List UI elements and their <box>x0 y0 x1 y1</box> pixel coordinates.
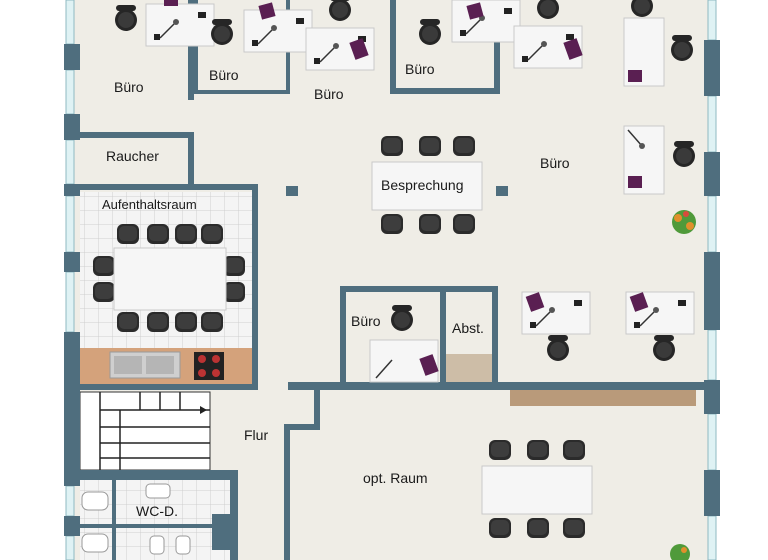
label-office-top-3: Büro <box>314 86 344 102</box>
plant <box>670 210 696 560</box>
room-labels: Büro Büro Büro Büro Büro Raucher Besprec… <box>102 61 570 519</box>
label-office-top-left: Büro <box>114 79 144 95</box>
furniture-top <box>115 0 695 195</box>
label-optional-room: opt. Raum <box>363 470 428 486</box>
kitchen-counter <box>80 348 252 384</box>
shelf <box>510 390 696 406</box>
storage-shelf <box>446 354 492 382</box>
label-wc: WC-D. <box>136 503 178 519</box>
wc-fixtures <box>81 483 191 555</box>
label-office-right: Büro <box>540 155 570 171</box>
label-smoking: Raucher <box>106 148 159 164</box>
label-office-top-2: Büro <box>209 67 239 83</box>
meeting-table <box>371 136 483 234</box>
optional-room-table <box>481 440 593 538</box>
break-room-table <box>93 224 245 332</box>
label-office-top-4: Büro <box>405 61 435 77</box>
stairs <box>79 391 211 471</box>
label-storage: Abst. <box>452 320 484 336</box>
label-office-small: Büro <box>351 313 381 329</box>
label-meeting: Besprechung <box>381 177 464 193</box>
label-hallway: Flur <box>244 427 268 443</box>
furniture-right <box>369 291 695 383</box>
label-break-room: Aufenthaltsraum <box>102 197 197 212</box>
